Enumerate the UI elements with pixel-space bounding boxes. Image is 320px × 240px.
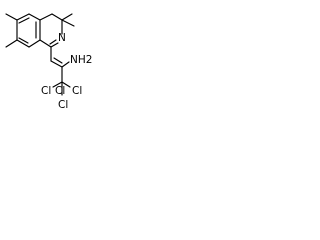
bond-gem-methyl-upper	[61, 13, 73, 21]
bond-methyl-lower	[5, 39, 18, 48]
bond-ring-a-top	[16, 13, 30, 21]
bond-ccl-left	[52, 81, 63, 88]
bond-ring-b-top-right	[51, 13, 63, 21]
bond-ring-a-bottom-left	[16, 39, 30, 48]
bond-ring-a-bottom-right	[28, 39, 41, 48]
bond-vinyl-double	[50, 60, 63, 68]
bond-ring-a-right-upper	[28, 13, 41, 21]
bond-methyl-upper	[5, 13, 18, 21]
chlorine-label-bottom: Cl	[58, 99, 68, 111]
chemical-structure-diagram: N NH2 Cl Cl Cl Cl	[5, 13, 92, 111]
bond-ring-b-n-to-c-inner	[49, 39, 57, 45]
chlorine-label-left: Cl	[41, 85, 51, 97]
bond-vinyl-double-inner	[53, 57, 63, 64]
amine-label: NH2	[70, 54, 92, 66]
bond-ring-a-top-inner	[18, 17, 30, 24]
bond-ring-b-n-to-c	[50, 42, 59, 48]
chlorine-label-right: Cl	[72, 85, 82, 97]
bond-ring-a-bottom-left-inner	[18, 37, 29, 44]
chlorine-label-top: Cl	[55, 85, 65, 97]
bond-to-amine	[61, 61, 70, 68]
bond-ccl-right	[61, 81, 71, 88]
bond-gem-methyl-lower	[61, 19, 75, 27]
bond-ring-b-bottom-left	[39, 39, 52, 48]
nitrogen-label: N	[58, 32, 66, 44]
bond-ring-b-top-left	[39, 13, 53, 21]
